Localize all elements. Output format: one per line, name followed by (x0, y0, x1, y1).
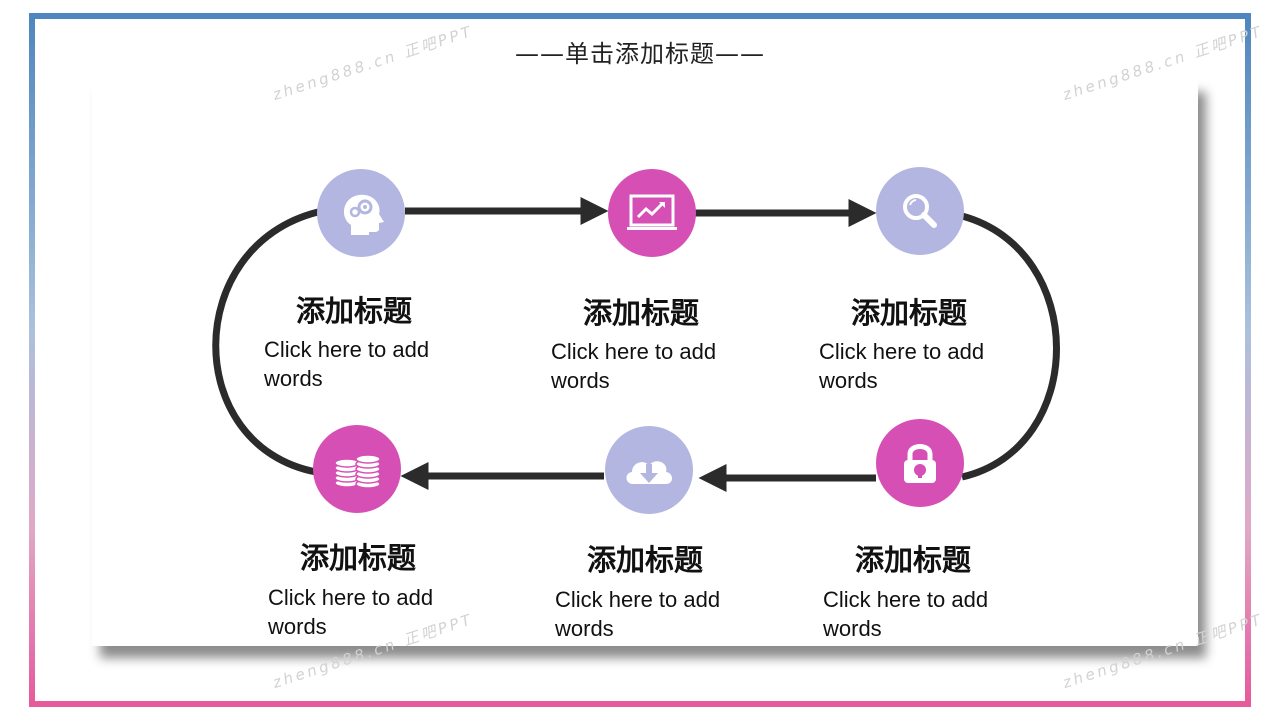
step-1-desc[interactable]: Click here to add words (264, 337, 430, 391)
step-3-title[interactable]: 添加标题 (851, 296, 968, 330)
step-4-node[interactable] (876, 419, 964, 507)
magnifier-icon (903, 194, 937, 228)
step-5-title[interactable]: 添加标题 (587, 543, 704, 577)
step-6-title[interactable]: 添加标题 (300, 541, 417, 575)
step-2-title[interactable]: 添加标题 (583, 296, 700, 330)
step-4-title[interactable]: 添加标题 (855, 543, 972, 577)
lock-icon (904, 444, 936, 483)
step-5-node[interactable] (605, 426, 693, 514)
step-3-desc[interactable]: Click here to add words (819, 339, 985, 393)
step-5-desc[interactable]: Click here to add words (555, 587, 721, 641)
chart-monitor-icon (627, 194, 677, 230)
step-6-desc[interactable]: Click here to add words (268, 585, 434, 639)
left-loop (212, 208, 319, 476)
cloud-download-icon (626, 461, 672, 484)
slide-title[interactable]: ——单击添加标题—— (515, 40, 765, 68)
step-2-node[interactable] (608, 169, 696, 257)
coins-icon (334, 454, 381, 489)
step-4-desc[interactable]: Click here to add words (823, 587, 989, 641)
step-1-node[interactable] (317, 169, 405, 257)
right-loop (961, 212, 1060, 481)
step-1-title[interactable]: 添加标题 (296, 294, 413, 328)
step-3-node[interactable] (876, 167, 964, 255)
head-gears-icon (343, 194, 384, 235)
step-2-desc[interactable]: Click here to add words (551, 339, 717, 393)
step-6-node[interactable] (313, 425, 401, 513)
